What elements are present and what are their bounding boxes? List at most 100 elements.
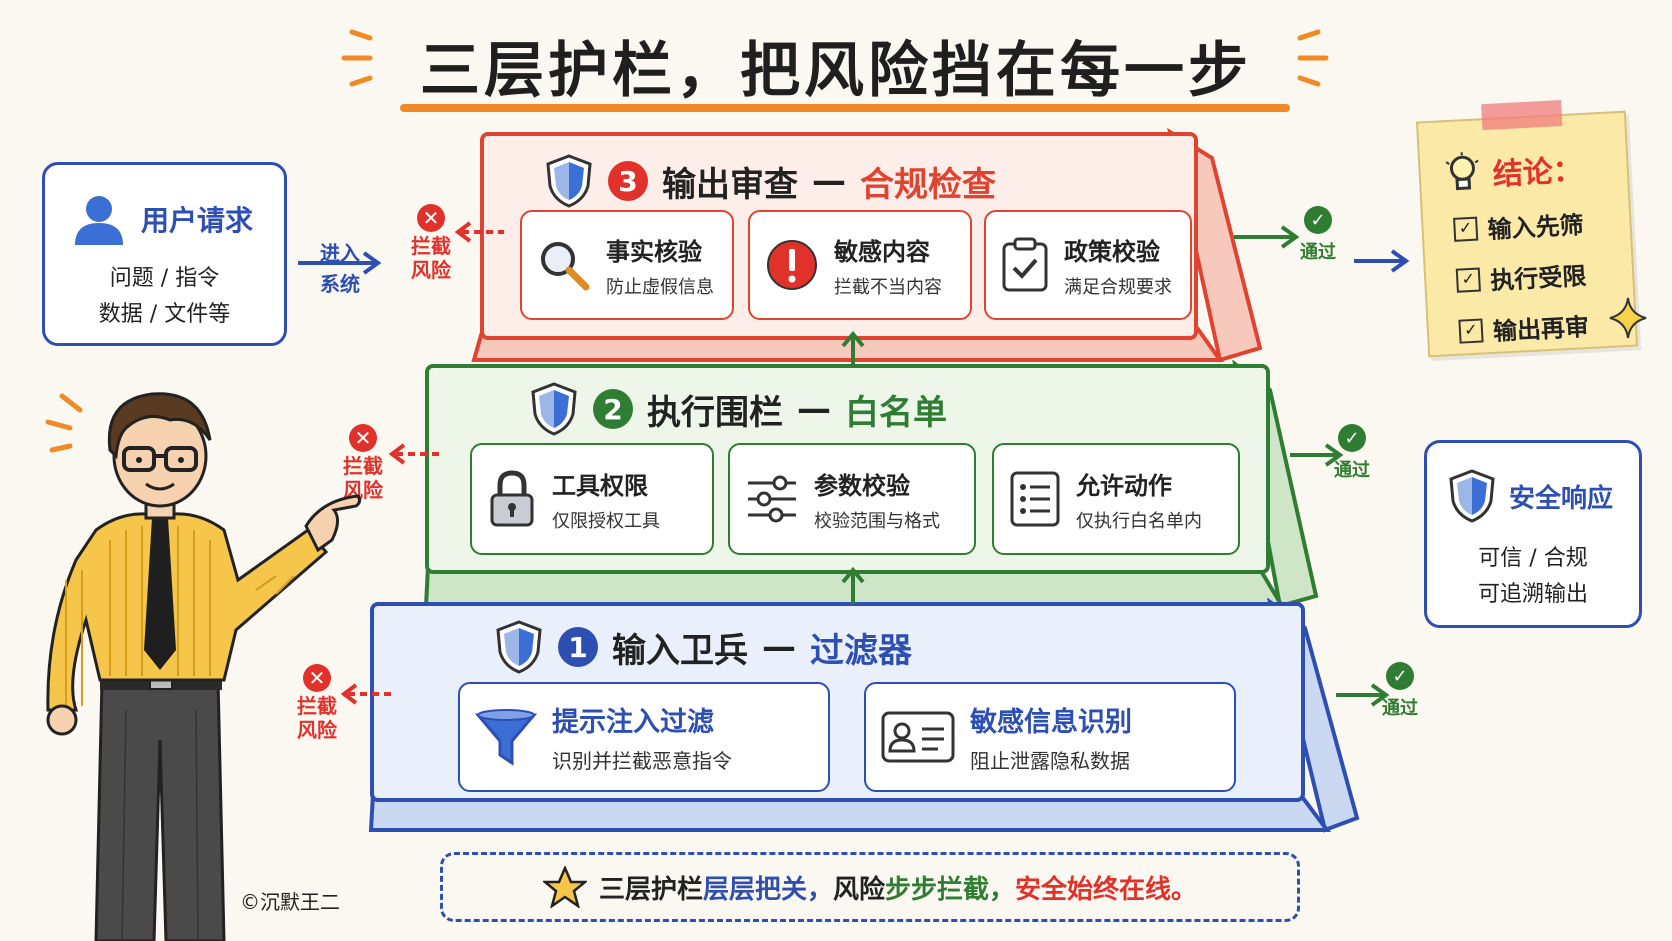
pass-arrow-icon (1290, 443, 1344, 467)
user-request-line2: 数据 / 文件等 (98, 302, 231, 327)
layer3-pass-indicator: ✓ 通过 (1300, 206, 1336, 264)
layer2-item-title: 工具权限 (552, 471, 648, 500)
enter-arrow-icon (298, 251, 382, 275)
shield-icon (496, 620, 542, 674)
layer3-block-indicator: ✕ 拦截 风险 (404, 204, 458, 284)
layer3-item-sensitive-content: 敏感内容 拦截不当内容 (748, 210, 972, 320)
layer2-item-title: 允许动作 (1076, 471, 1172, 500)
motto-part1: 三层护栏 (598, 874, 703, 905)
layer2-item-desc: 仅执行白名单内 (1076, 510, 1202, 532)
user-request-card: 用户请求 问题 / 指令 数据 / 文件等 (42, 162, 287, 346)
block-label-line1: 拦截 (297, 694, 337, 718)
checkbox-icon: ✓ (1453, 216, 1479, 242)
to-conclusion-arrow-icon (1354, 249, 1410, 273)
clipboard-check-icon (1002, 237, 1048, 292)
layer2-name: 执行围栏 (647, 392, 783, 433)
tape (1481, 100, 1563, 131)
layer1-block-indicator: ✕ 拦截 风险 (290, 664, 344, 744)
conclusion-item: ✓ 执行受限 (1455, 254, 1633, 298)
alert-icon (767, 240, 817, 290)
block-label-line1: 拦截 (411, 234, 451, 258)
layer1-item-desc: 阻止泄露隐私数据 (970, 749, 1130, 773)
shield-icon (546, 154, 592, 208)
id-card-icon (881, 711, 955, 763)
safe-response-title: 安全响应 (1509, 483, 1614, 514)
motto-part2: 层层把关， (702, 874, 833, 905)
layer1-item-desc: 识别并拦截恶意指令 (552, 749, 732, 773)
checkbox-icon: ✓ (1458, 317, 1484, 344)
motto-part3: 风险 (832, 874, 885, 905)
layer1-item-title: 提示注入过滤 (552, 707, 714, 738)
block-arrow-icon (388, 443, 444, 465)
check-icon: ✓ (1304, 206, 1332, 234)
layer3-item-title: 事实核验 (606, 237, 702, 266)
block-label-line2: 风险 (411, 258, 451, 282)
block-label-line2: 风险 (297, 718, 337, 742)
layer2-item-param-check: 参数校验 校验范围与格式 (728, 443, 976, 555)
block-label-line1: 拦截 (343, 454, 383, 478)
layer2-item-desc: 仅限授权工具 (552, 510, 660, 532)
user-icon (75, 196, 123, 245)
check-icon: ✓ (1386, 662, 1414, 690)
layer3-dash: — (812, 161, 846, 201)
layer3-tag: 合规检查 (860, 164, 996, 205)
layer1-item-prompt-injection-filter: 提示注入过滤 识别并拦截恶意指令 (458, 682, 830, 792)
conclusion-item: ✓ 输入先筛 (1453, 203, 1631, 247)
accent-rays-right (1290, 28, 1340, 95)
layer3-item-policy-check: 政策校验 满足合规要求 (984, 210, 1192, 320)
funnel-icon (474, 709, 538, 766)
layer1-number-badge: 1 (558, 627, 598, 667)
block-x-icon: ✕ (303, 664, 331, 692)
up-arrow-icon (841, 566, 865, 604)
check-icon: ✓ (1338, 424, 1366, 452)
page-title: 三层护栏，把风险挡在每一步 (420, 36, 1252, 106)
block-x-icon: ✕ (417, 204, 445, 232)
motto-part5: 安全始终在线。 (1015, 874, 1198, 905)
block-arrow-icon (454, 221, 504, 243)
layer2-item-allowed-actions: 允许动作 仅执行白名单内 (992, 443, 1240, 555)
layer2-item-tool-permission: 工具权限 仅限授权工具 (470, 443, 714, 555)
layer3-item-fact-check: 事实核验 防止虚假信息 (520, 210, 734, 320)
user-request-line1: 问题 / 指令 (109, 266, 220, 291)
motto-part4: 步步拦截， (885, 874, 1016, 905)
up-arrow-icon (841, 330, 865, 368)
pass-arrow-icon (1234, 225, 1300, 249)
layer2-number-badge: 2 (593, 389, 633, 429)
magnifier-icon (541, 242, 590, 291)
layer3-item-title: 政策校验 (1064, 237, 1160, 266)
pass-label: 通过 (1382, 698, 1418, 719)
block-arrow-icon (340, 683, 396, 705)
layer3-item-desc: 拦截不当内容 (834, 276, 942, 298)
layer3-name: 输出审查 (662, 164, 798, 205)
layer2-item-title: 参数校验 (814, 471, 910, 500)
motto-banner: 三层护栏层层把关，风险步步拦截，安全始终在线。 (440, 852, 1300, 922)
lightbulb-icon (1445, 152, 1479, 191)
layer3-item-desc: 防止虚假信息 (606, 276, 714, 298)
conclusion-title: 结论： (1491, 153, 1584, 193)
shield-icon (1449, 469, 1495, 523)
shield-icon (531, 382, 577, 436)
presenter-character-illustration (45, 392, 362, 941)
layer1-item-title: 敏感信息识别 (970, 707, 1132, 738)
layer2-item-desc: 校验范围与格式 (814, 510, 940, 532)
layer3-item-title: 敏感内容 (834, 237, 930, 266)
layer2-dash: — (797, 389, 831, 429)
layer1-item-sensitive-info: 敏感信息识别 阻止泄露隐私数据 (864, 682, 1236, 792)
checkbox-icon: ✓ (1455, 267, 1481, 293)
layer2-tag: 白名单 (845, 392, 947, 433)
pass-arrow-icon (1336, 683, 1390, 707)
block-x-icon: ✕ (349, 424, 377, 452)
layer2-block-indicator: ✕ 拦截 风险 (336, 424, 390, 504)
sliders-icon (748, 475, 796, 523)
layer1-tag: 过滤器 (810, 630, 912, 671)
conclusion-note: 结论： ✓ 输入先筛 ✓ 执行受限 ✓ 输出再审 (1415, 100, 1639, 358)
layer1-name: 输入卫兵 (612, 630, 748, 671)
layer1-dash: — (762, 627, 796, 667)
pass-label: 通过 (1334, 460, 1370, 481)
enter-label-line2: 系统 (320, 272, 360, 296)
pass-label: 通过 (1300, 242, 1336, 263)
accent-rays-left (330, 28, 380, 95)
layer1-pass-indicator: ✓ 通过 (1382, 662, 1418, 720)
user-request-title: 用户请求 (141, 204, 254, 237)
star-icon (542, 866, 587, 908)
